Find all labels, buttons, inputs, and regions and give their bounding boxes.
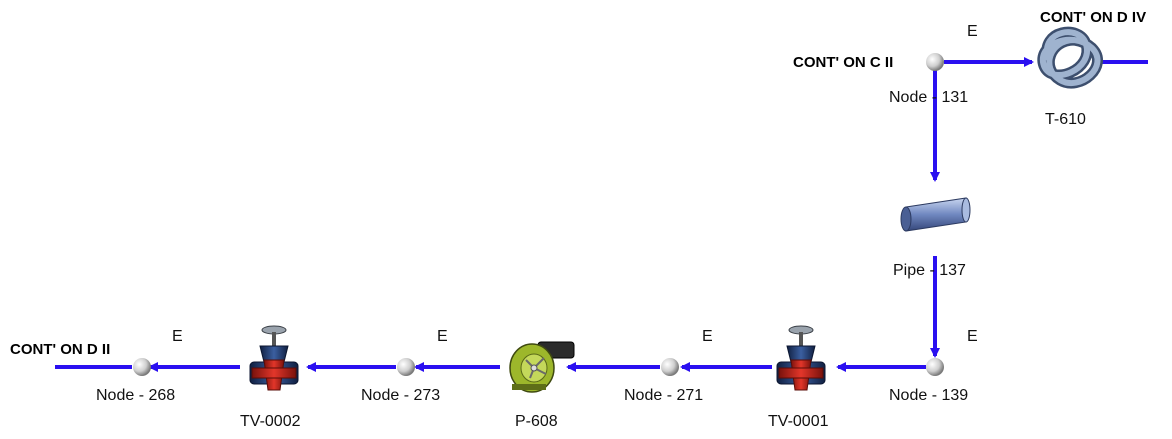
node-139-ball[interactable] [926, 358, 944, 376]
pipe-137-label: Pipe - 137 [893, 262, 966, 279]
pump-p608-icon[interactable] [509, 341, 575, 393]
node-273-label: Node - 273 [361, 387, 441, 404]
flow-label: E [437, 328, 448, 345]
flow-label: E [967, 328, 978, 345]
node-131-ball[interactable] [926, 53, 944, 71]
node-273-ball[interactable] [397, 358, 415, 376]
pump-608-label: P-608 [515, 413, 558, 430]
flow-lines [55, 57, 1148, 372]
node-268-label: Node - 268 [96, 387, 176, 404]
pipe-component-icon[interactable] [900, 197, 971, 232]
tank-610-label: T-610 [1045, 111, 1086, 128]
node-271-label: Node - 271 [624, 387, 704, 404]
cont-c2-label: CONT' ON C II [793, 54, 894, 71]
flow-label: E [172, 328, 183, 345]
flow-label: E [702, 328, 713, 345]
node-131-label: Node - 131 [889, 89, 969, 106]
flow-label: E [967, 23, 978, 40]
valve-0002-label: TV-0002 [240, 413, 301, 430]
valve-tv0002-icon[interactable] [249, 325, 299, 391]
valve-0001-label: TV-0001 [768, 413, 829, 430]
coil-tank-icon[interactable] [1037, 26, 1103, 89]
node-139-label: Node - 139 [889, 387, 969, 404]
cont-d4-label: CONT' ON D IV [1040, 9, 1147, 26]
node-268-ball[interactable] [133, 358, 151, 376]
node-271-ball[interactable] [661, 358, 679, 376]
valve-tv0001-icon[interactable] [776, 325, 826, 391]
cont-d2-label: CONT' ON D II [10, 341, 111, 358]
